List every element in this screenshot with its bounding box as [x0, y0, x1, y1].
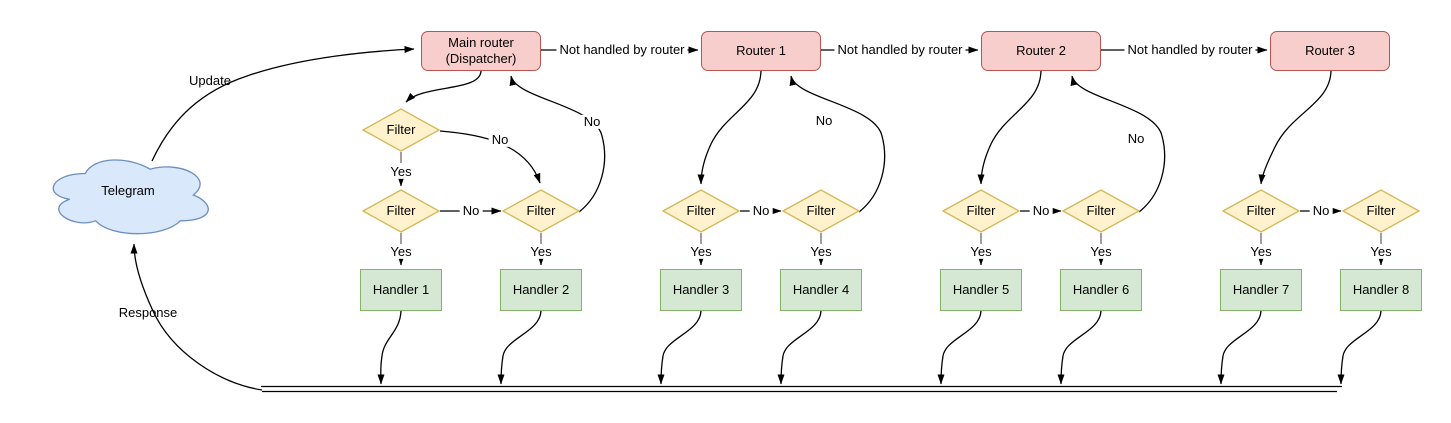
no-label-return-router1: No	[812, 113, 836, 129]
filter-diamond-4	[781, 189, 861, 233]
yes-label-3: Yes	[687, 244, 715, 260]
filter-diamond-top	[361, 108, 441, 152]
router1-to-filter-arrow	[697, 70, 762, 185]
handler-7-node: Handler 7	[1220, 269, 1302, 311]
filter-label-1: Filter	[386, 202, 416, 218]
handler1-drop-arrow	[377, 310, 402, 385]
filter-label-6: Filter	[1086, 202, 1116, 218]
router3-to-filter-arrow	[1258, 70, 1332, 185]
filter-diamond-8	[1341, 189, 1421, 233]
router-1-node: Router 1	[701, 31, 821, 71]
handler-6-label: Handler 6	[1072, 282, 1130, 298]
filter-diamond-6	[1061, 189, 1141, 233]
filter-label-3: Filter	[686, 202, 716, 218]
yes-label-4: Yes	[807, 244, 835, 260]
no-label-return-main: No	[580, 114, 604, 130]
handler-4-node: Handler 4	[780, 269, 862, 311]
no-label-topfilter: No	[488, 132, 512, 148]
yes-label-top: Yes	[387, 164, 415, 180]
handler2-drop-arrow	[497, 310, 542, 385]
no-label-pair-3: No	[1029, 203, 1053, 219]
handler-1-node: Handler 1	[360, 269, 442, 311]
handler-8-node: Handler 8	[1340, 269, 1422, 311]
router2-to-filter-arrow	[977, 70, 1042, 185]
filter-diamond-3	[661, 189, 741, 233]
router-3-node: Router 3	[1270, 31, 1390, 71]
handler-5-label: Handler 5	[952, 282, 1010, 298]
main-router-node: Main router (Dispatcher)	[421, 31, 541, 71]
handler8-drop-arrow	[1337, 310, 1382, 385]
filter-diamond-5	[941, 189, 1021, 233]
router-2-label: Router 2	[1016, 43, 1066, 59]
no-label-return-router2: No	[1124, 131, 1148, 147]
handler4-drop-arrow	[777, 310, 822, 385]
telegram-cloud	[52, 159, 209, 235]
filter-diamond-7	[1221, 189, 1301, 233]
no-return-arrow-main	[509, 75, 606, 213]
handler-2-node: Handler 2	[500, 269, 582, 311]
no-label-pair-2: No	[749, 203, 773, 219]
router-2-node: Router 2	[981, 31, 1101, 71]
filter-label-4: Filter	[806, 202, 836, 218]
not-handled-label-3: Not handled by router	[1124, 42, 1256, 58]
handler-3-node: Handler 3	[660, 269, 742, 311]
handler-4-label: Handler 4	[792, 282, 850, 298]
filter-diamond-2	[501, 189, 581, 233]
handler-6-node: Handler 6	[1060, 269, 1142, 311]
response-label: Response	[118, 304, 178, 320]
yes-label-6: Yes	[1087, 244, 1115, 260]
yes-label-2: Yes	[527, 244, 555, 260]
no-label-pair-1: No	[459, 203, 483, 219]
no-label-pair-4: No	[1309, 203, 1333, 219]
filter-label-2: Filter	[526, 202, 556, 218]
no-return-arrow-router2	[1070, 75, 1166, 213]
no-return-arrow-router1	[789, 75, 886, 213]
handler-5-node: Handler 5	[940, 269, 1022, 311]
telegram-cloud-label: Telegram	[101, 182, 155, 198]
filter-label-8: Filter	[1366, 202, 1396, 218]
filter-label-top: Filter	[386, 121, 416, 137]
yes-label-1: Yes	[387, 244, 415, 260]
yes-label-5: Yes	[967, 244, 995, 260]
router-3-label: Router 3	[1305, 43, 1355, 59]
dispatcher-to-filter-arrow	[405, 70, 482, 103]
update-label: Update	[189, 72, 231, 88]
handler-8-label: Handler 8	[1352, 282, 1410, 298]
not-handled-label-1: Not handled by router	[556, 42, 688, 58]
handler3-drop-arrow	[657, 310, 702, 385]
filter-diamond-1	[361, 189, 441, 233]
yes-label-7: Yes	[1247, 244, 1275, 260]
handler7-drop-arrow	[1217, 310, 1262, 385]
filter-label-5: Filter	[966, 202, 996, 218]
handler-3-label: Handler 3	[672, 282, 730, 298]
update-arrow	[151, 45, 415, 162]
handler-2-label: Handler 2	[512, 282, 570, 298]
filter-label-7: Filter	[1246, 202, 1276, 218]
yes-label-8: Yes	[1367, 244, 1395, 260]
handler-7-label: Handler 7	[1232, 282, 1290, 298]
handler-1-label: Handler 1	[372, 282, 430, 298]
handler6-drop-arrow	[1057, 310, 1102, 385]
router-1-label: Router 1	[736, 43, 786, 59]
response-arrow	[130, 243, 263, 391]
handler5-drop-arrow	[937, 310, 982, 385]
not-handled-label-2: Not handled by router	[834, 42, 966, 58]
main-router-label: Main router (Dispatcher)	[445, 35, 517, 66]
